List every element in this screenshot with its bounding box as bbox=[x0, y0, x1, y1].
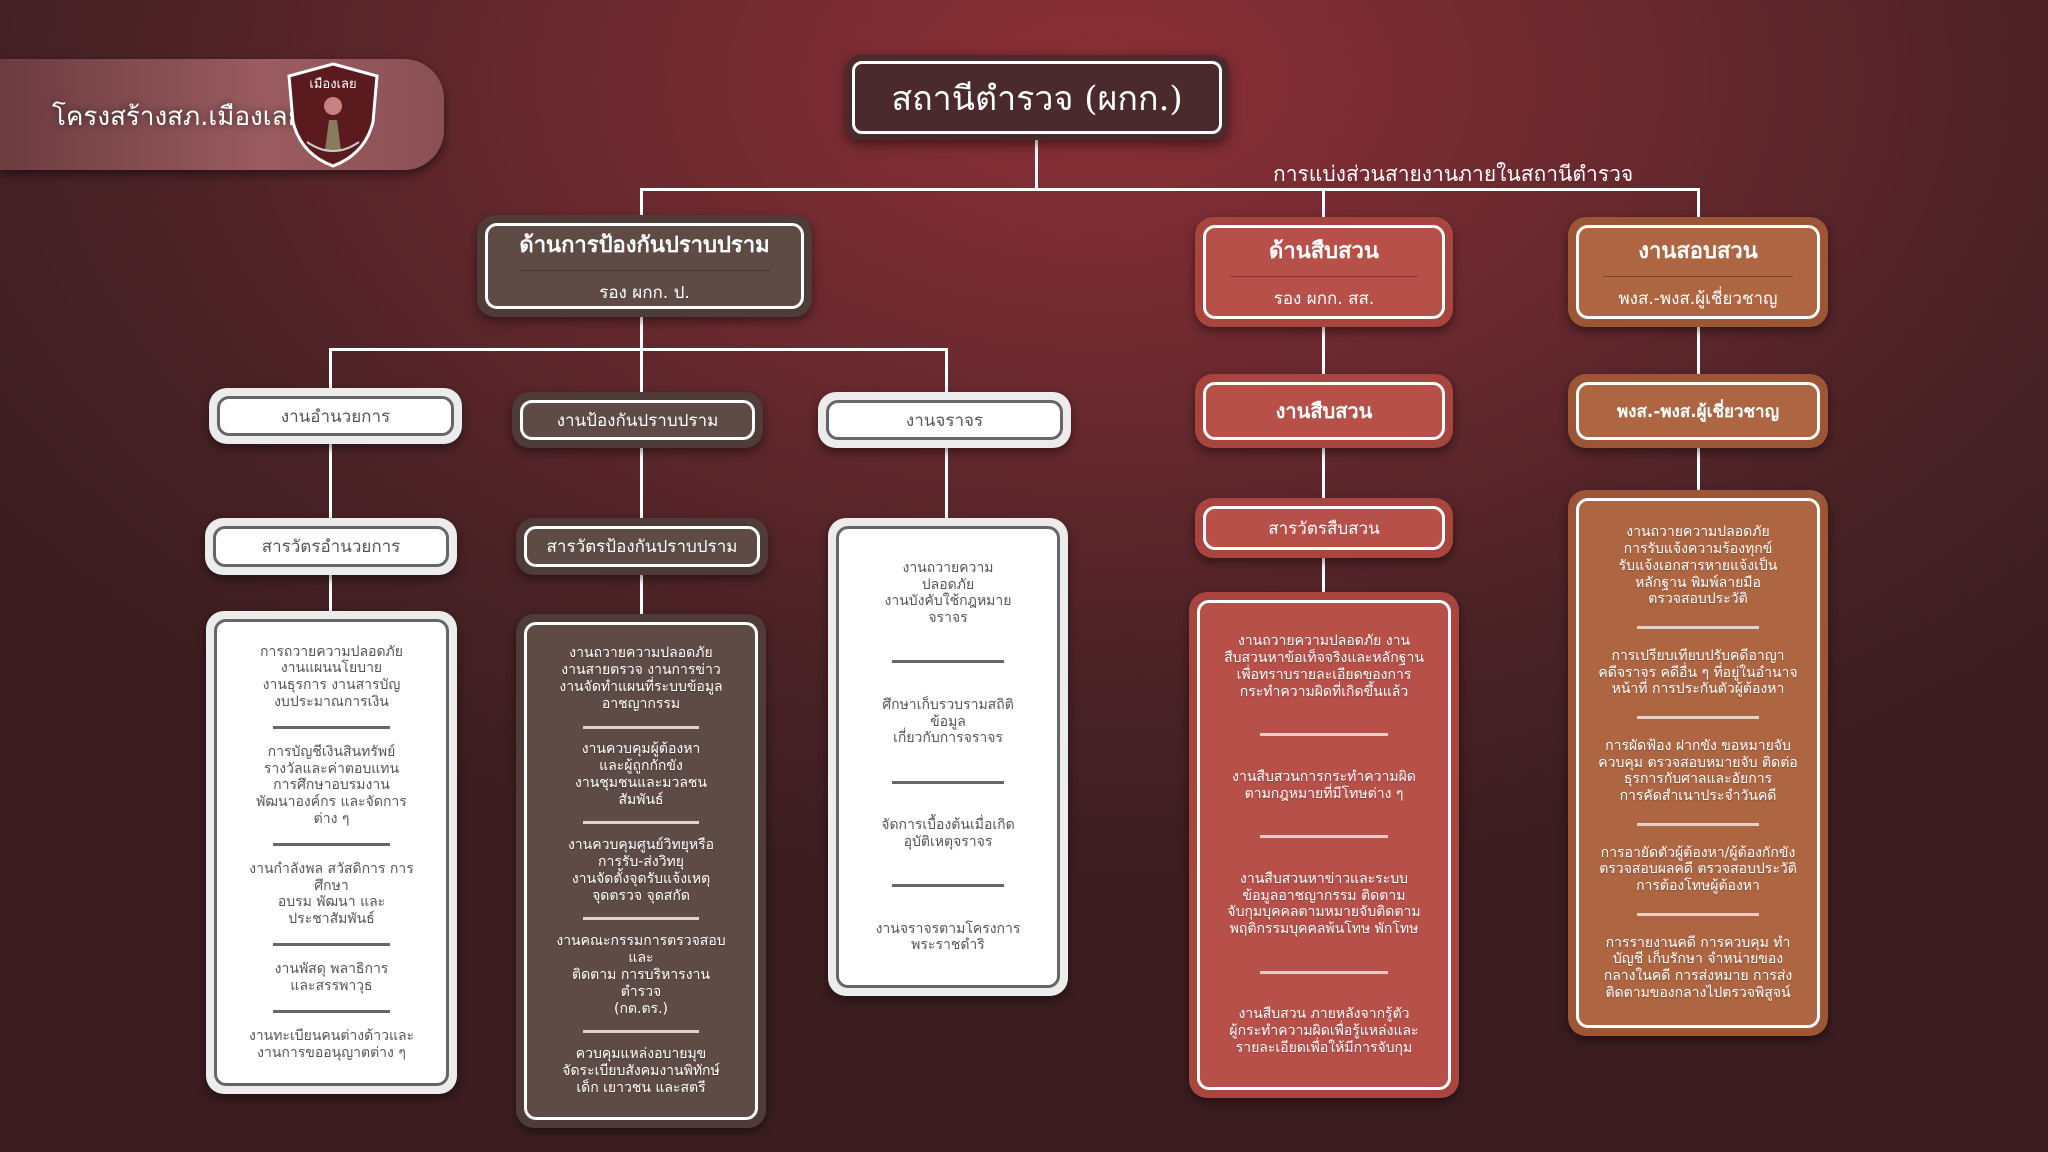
divider bbox=[892, 780, 1004, 784]
divider bbox=[1636, 823, 1760, 827]
station-title: สถานีตำรวจ (ผกก.) bbox=[852, 61, 1222, 134]
duty-item: งานสืบสวน ภายหลังจากรู้ตัว ผู้กระทำความผ… bbox=[1229, 1006, 1419, 1056]
inquiry-header: งานสอบสวนพงส.-พงส.ผู้เชี่ยวชาญ bbox=[1568, 217, 1828, 327]
divider bbox=[1260, 733, 1388, 737]
investigation-unit: งานสืบสวน bbox=[1275, 399, 1373, 423]
duty-item: งานถวายความปลอดภัย การรับแจ้งความร้องทุก… bbox=[1618, 524, 1778, 608]
divider bbox=[582, 1030, 700, 1034]
admin-label: งานอำนวยการ bbox=[280, 406, 391, 427]
investigation-unit-box: งานสืบสวน bbox=[1195, 374, 1453, 448]
traffic-duties: งานถวายความ ปลอดภัย งานบังคับใช้กฎหมาย จ… bbox=[828, 518, 1068, 996]
investigation-deputy: รอง ผกก. สส. bbox=[1229, 275, 1419, 312]
patrol-duties: งานถวายความปลอดภัย งานสายตรวจ งานการข่าว… bbox=[516, 614, 766, 1128]
inquiry-duties: งานถวายความปลอดภัย การรับแจ้งความร้องทุก… bbox=[1568, 490, 1828, 1036]
duty-item: งานพัสดุ พลาธิการ และสรรพาวุธ bbox=[274, 961, 389, 994]
duty-item: งานทะเบียนคนต่างด้าวและ งานการขออนุญาตต่… bbox=[248, 1027, 415, 1061]
divider bbox=[272, 1009, 391, 1013]
patrol-label: งานป้องกันปราบปราม bbox=[556, 410, 719, 431]
duty-item: งานควบคุมศูนย์วิทยุหรือ การรับ-ส่งวิทยุ … bbox=[567, 837, 715, 904]
duty-item: การผัดฟ้อง ฝากขัง ขอหมายจับ ควบคุม ตรวจส… bbox=[1598, 737, 1798, 805]
divider bbox=[1636, 716, 1760, 720]
duty-item: ศึกษาเก็บรวบรามสถิติ ข้อมูล เกี่ยวกับการ… bbox=[882, 696, 1014, 747]
duty-item: จัดการเบื้องต้นเมื่อเกิด อุบัติเหตุจราจร bbox=[881, 817, 1015, 850]
duty-item: งานถวายความ ปลอดภัย งานบังคับใช้กฎหมาย จ… bbox=[884, 559, 1012, 627]
admin-inspector-box: สารวัตรอำนวยการ bbox=[205, 518, 457, 575]
connector bbox=[329, 348, 947, 351]
station-title-box: สถานีตำรวจ (ผกก.) bbox=[846, 55, 1228, 140]
connector bbox=[1035, 140, 1038, 190]
duty-item: งานสืบสวนการกระทำความผิด ตามกฎหมายที่มีโ… bbox=[1232, 768, 1416, 802]
traffic-label: งานจราจร bbox=[905, 410, 984, 431]
admin-duties: การถวายความปลอดภัย งานแผนนโยบาย งานธุรกา… bbox=[206, 611, 457, 1094]
investigation-header: ด้านสืบสวนรอง ผกก. สส. bbox=[1195, 217, 1453, 327]
divider bbox=[582, 725, 700, 729]
patrol-box: งานป้องกันปราบปราม bbox=[512, 392, 763, 448]
police-badge-logo: เมืองเลย bbox=[287, 62, 379, 168]
patrol-inspector-box: สารวัตรป้องกันปราบปราม bbox=[516, 518, 768, 575]
divider bbox=[892, 660, 1004, 664]
investigation-inspector: สารวัตรสืบสวน bbox=[1268, 518, 1380, 539]
duty-item: งานควบคุมผู้ต้องหา และผู้ถูกกักขัง งานชุ… bbox=[575, 741, 707, 808]
division-subtitle: การแบ่งส่วนสายงานภายในสถานีตำรวจ bbox=[1273, 162, 1634, 186]
duty-item: งานคณะกรรมการตรวจสอบ และ ติดตาม การบริหา… bbox=[556, 933, 726, 1017]
prevention-title: ด้านการป้องกันปราบปราม bbox=[519, 231, 770, 258]
investigation-title: ด้านสืบสวน bbox=[1269, 237, 1379, 264]
divider bbox=[1636, 913, 1760, 917]
inquiry-title: งานสอบสวน bbox=[1638, 237, 1758, 264]
duty-item: งานกำลังพล สวัสดิการ การ ศึกษา อบรม พัฒน… bbox=[249, 860, 414, 928]
prevention-deputy: รอง ผกก. ป. bbox=[519, 269, 770, 306]
duty-item: งานถวายความปลอดภัย งาน สืบสวนหาข้อเท็จจร… bbox=[1224, 633, 1424, 700]
duty-item: งานจราจรตามโครงการ พระราชดำริ bbox=[875, 920, 1021, 954]
duty-item: การรายงานคดี การควบคุม ทำ บัญชี เก็บรักษ… bbox=[1603, 934, 1793, 1001]
banner-title: โครงสร้างสภ.เมืองเลย bbox=[52, 102, 303, 132]
divider bbox=[272, 725, 391, 729]
investigation-inspector-box: สารวัตรสืบสวน bbox=[1195, 498, 1453, 558]
inquiry-unit: พงส.-พงส.ผู้เชี่ยวชาญ bbox=[1616, 401, 1780, 422]
divider bbox=[1636, 626, 1760, 630]
connector bbox=[640, 317, 643, 351]
divider bbox=[1260, 835, 1388, 839]
connector bbox=[329, 348, 332, 613]
divider bbox=[892, 884, 1004, 888]
investigation-duties: งานถวายความปลอดภัย งาน สืบสวนหาข้อเท็จจร… bbox=[1189, 592, 1459, 1098]
duty-item: การเปรียบเทียบปรับคดีอาญา คดีจราจร คดีอื… bbox=[1598, 647, 1798, 698]
admin-box: งานอำนวยการ bbox=[209, 388, 462, 444]
divider bbox=[272, 943, 391, 947]
connector bbox=[640, 188, 1700, 191]
divider bbox=[582, 821, 700, 825]
duty-item: การอายัดตัวผู้ต้องหา/ผู้ต้องกักขัง ตรวจส… bbox=[1599, 844, 1797, 895]
admin-inspector: สารวัตรอำนวยการ bbox=[261, 537, 401, 557]
duty-item: ควบคุมแหล่งอบายมุข จัดระเบียบสังคมงานพิท… bbox=[562, 1046, 720, 1096]
traffic-box: งานจราจร bbox=[818, 392, 1071, 448]
duty-item: การบัญชีเงินสินทรัพย์ รางวัลและค่าตอบแทน… bbox=[256, 743, 407, 827]
inquiry-officer: พงส.-พงส.ผู้เชี่ยวชาญ bbox=[1602, 275, 1794, 312]
divider bbox=[1260, 970, 1388, 974]
svg-text:เมืองเลย: เมืองเลย bbox=[309, 76, 356, 92]
patrol-inspector: สารวัตรป้องกันปราบปราม bbox=[546, 537, 738, 557]
duty-item: งานถวายความปลอดภัย งานสายตรวจ งานการข่าว… bbox=[559, 645, 723, 712]
connector bbox=[1697, 188, 1700, 498]
prevention-header: ด้านการป้องกันปราบปรามรอง ผกก. ป. bbox=[477, 215, 812, 317]
connector bbox=[640, 188, 643, 218]
divider bbox=[582, 917, 700, 921]
duty-item: การถวายความปลอดภัย งานแผนนโยบาย งานธุรกา… bbox=[260, 643, 403, 710]
duty-item: งานสืบสวนหาข่าวและระบบ ข้อมูลอาชญากรรม ต… bbox=[1227, 870, 1421, 938]
connector bbox=[640, 348, 643, 618]
inquiry-unit-box: พงส.-พงส.ผู้เชี่ยวชาญ bbox=[1568, 374, 1828, 448]
divider bbox=[272, 842, 391, 846]
